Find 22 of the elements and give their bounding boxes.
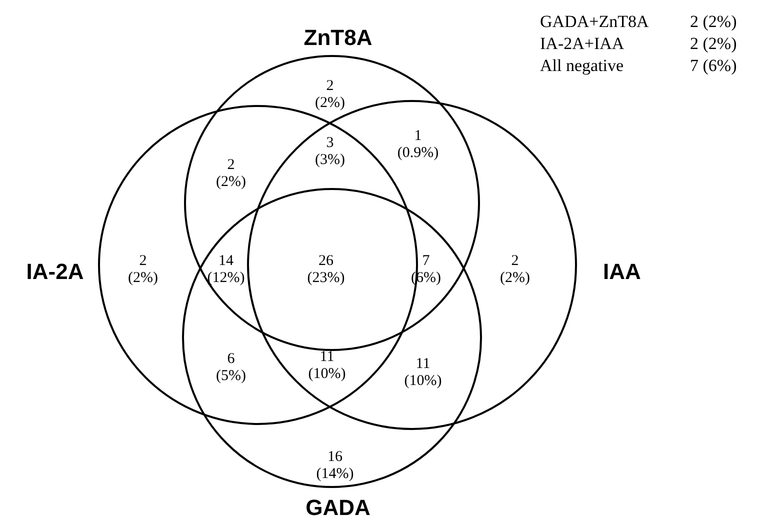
- set-title: IAA: [603, 261, 641, 283]
- table-row-label: All negative: [540, 56, 625, 76]
- table-count: 2 (2%): [690, 12, 737, 32]
- region-count: 3 (3%): [315, 135, 345, 169]
- region-count: 11 (10%): [308, 349, 346, 383]
- set-title: GADA: [306, 497, 370, 519]
- region-count: 11 (10%): [404, 356, 442, 390]
- set-title: IA-2A: [26, 261, 84, 283]
- region-count: 1 (0.9%): [397, 128, 439, 162]
- region-count: 6 (5%): [216, 351, 246, 385]
- table-count: 7 (6%): [690, 56, 737, 76]
- region-count: 26 (23%): [307, 253, 345, 287]
- region-count: 2 (2%): [128, 253, 158, 287]
- region-count: 2 (2%): [500, 253, 530, 287]
- table-row-label: IA-2A+IAA: [540, 34, 626, 54]
- region-count: 2 (2%): [216, 157, 246, 191]
- table-row-label: GADA+ZnT8A: [540, 12, 650, 32]
- table-count: 2 (2%): [690, 34, 737, 54]
- region-count: 14 (12%): [207, 253, 245, 287]
- region-count: 2 (2%): [315, 78, 345, 112]
- region-count: 16 (14%): [316, 449, 354, 483]
- set-title: ZnT8A: [304, 27, 372, 49]
